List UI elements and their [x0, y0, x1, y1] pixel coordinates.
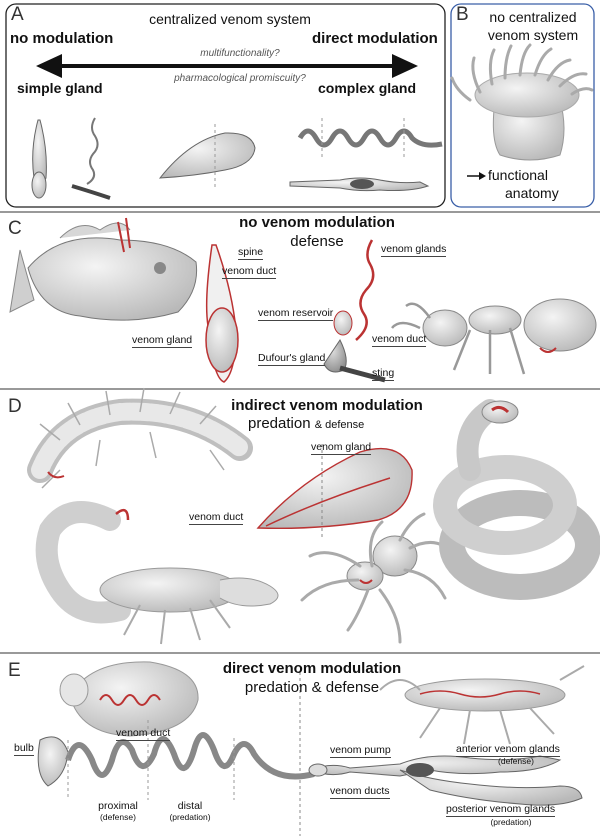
anatomy-label: anatomy — [505, 185, 559, 201]
panel-a-sting-gland — [71, 117, 111, 200]
anterior-glands-label: anterior venom glands — [456, 743, 560, 757]
panel-d-snake — [433, 399, 600, 600]
panel-c-letter: C — [8, 218, 22, 239]
anterior-note: (defense) — [498, 756, 534, 766]
sting-label: sting — [372, 367, 395, 381]
posterior-note: (predation) — [490, 817, 532, 827]
panel-d-centipede — [27, 387, 253, 489]
panel-a-title: centralized venom system — [149, 11, 311, 27]
panel-c-venom-duct-label: venom duct — [222, 265, 277, 279]
panel-e-letter: E — [8, 660, 21, 681]
panel-a-frame — [5, 3, 446, 208]
panel-d-venom-gland — [256, 444, 413, 540]
panel-a-elongated-gland — [158, 124, 256, 188]
complex-gland-label: complex gland — [318, 80, 417, 96]
panel-a-coiled-duct — [297, 118, 443, 160]
panel-a-letter: A — [11, 4, 24, 25]
panel-c-stonefish — [9, 217, 198, 321]
panel-e-pump-glands — [308, 755, 583, 806]
panel-d-venom-gland-label: venom gland — [311, 441, 372, 455]
panel-b-title-line1: no centralized — [489, 9, 577, 25]
panel-b-letter: B — [456, 4, 469, 25]
panel-a-pump-glands — [289, 177, 430, 192]
panel-d-title: indirect venom modulation — [231, 397, 423, 414]
venom-ducts-label: venom ducts — [330, 785, 390, 799]
panel-b-frame — [450, 3, 595, 208]
panel-c-ant — [391, 298, 597, 375]
panel-d-spider — [300, 512, 447, 644]
proximal-note: (defense) — [100, 812, 136, 822]
dufours-gland-label: Dufour's gland — [258, 352, 326, 366]
panel-a-spine-gland — [31, 119, 47, 199]
simple-gland-label: simple gland — [17, 80, 103, 96]
direct-modulation-label: direct modulation — [312, 30, 438, 47]
venom-glands-label: venom glands — [381, 243, 447, 257]
panel-e-assassin-bug — [379, 665, 585, 745]
panel-e-venom-duct-label: venom duct — [116, 727, 171, 741]
panel-c-subtitle: defense — [290, 233, 344, 250]
panel-d-subtitle-small: & defense — [314, 419, 365, 431]
functional-label: functional — [488, 167, 548, 183]
proximal-label: proximal — [98, 800, 138, 812]
panel-c-venom-gland-label: venom gland — [132, 334, 193, 348]
venom-reservoir-label: venom reservoir — [258, 307, 334, 321]
panel-d-letter: D — [8, 396, 22, 417]
bulb-label: bulb — [14, 742, 34, 756]
spine-label: spine — [238, 246, 264, 260]
venom-pump-label: venom pump — [330, 744, 391, 758]
distal-label: distal — [177, 800, 203, 812]
panel-c-title: no venom modulation — [239, 214, 395, 231]
posterior-glands-label: posterior venom glands — [446, 803, 556, 817]
panel-b-title-line2: venom system — [487, 27, 579, 43]
panel-b-sea-anemone — [450, 43, 594, 161]
panel-c-venom-duct2-label: venom duct — [372, 333, 427, 347]
panel-c-spine-gland — [205, 244, 239, 383]
panel-e-subtitle: predation & defense — [244, 679, 380, 696]
functional-anatomy-arrow — [467, 172, 486, 180]
panel-d-scorpion — [35, 501, 279, 645]
panel-d-subtitle-main: predation — [248, 415, 311, 432]
no-modulation-label: no modulation — [10, 30, 114, 47]
panel-e-bulb-duct — [37, 720, 315, 800]
arrow-bottom-note: pharmacological promiscuity? — [174, 73, 306, 84]
panel-e-title: direct venom modulation — [222, 660, 402, 677]
arrow-top-note: multifunctionality? — [200, 48, 280, 59]
panel-d-subtitle: predation & defense — [248, 415, 364, 432]
modulation-double-arrow — [36, 54, 418, 78]
panel-d-venom-duct-label: venom duct — [189, 511, 244, 525]
distal-note: (predation) — [169, 812, 211, 822]
panel-c-ant-sting — [323, 239, 386, 383]
panel-e-cone-snail — [59, 661, 199, 737]
